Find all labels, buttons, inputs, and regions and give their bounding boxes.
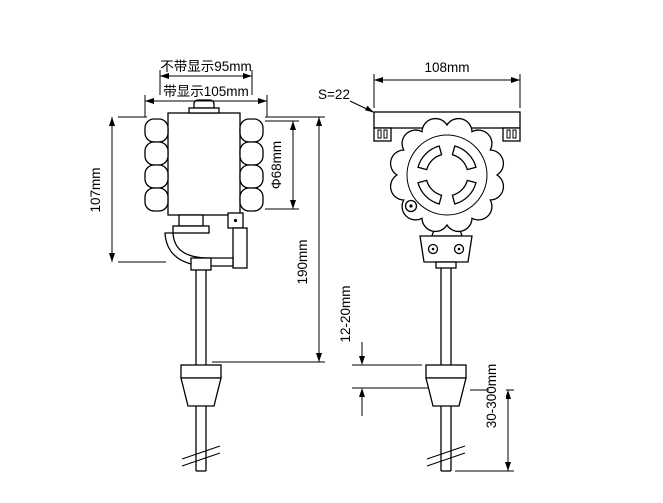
dim-95mm: 不带显示95mm bbox=[159, 59, 253, 95]
dim-label-insertion: 30-300mm bbox=[484, 364, 499, 429]
break-symbol-front bbox=[426, 445, 466, 467]
dim-label-diameter: Φ68mm bbox=[269, 141, 284, 189]
thermowell-probe-front bbox=[440, 268, 452, 472]
side-view bbox=[144, 99, 264, 472]
break-symbol-side bbox=[181, 445, 221, 467]
hex-nut-front bbox=[425, 364, 467, 407]
top-plug bbox=[193, 99, 215, 109]
mounting-bracket-side bbox=[164, 227, 248, 271]
dim-107mm: 107mm bbox=[88, 116, 166, 263]
dimensions: 不带显示95mm 带显示105mm 107mm Φ68mm bbox=[88, 59, 521, 472]
dim-label-no-display: 不带显示95mm bbox=[160, 59, 252, 74]
mounting-bar-front bbox=[373, 111, 521, 142]
housing-cover-front bbox=[389, 117, 505, 233]
front-view bbox=[373, 111, 521, 472]
dim-30-300mm: 30-300mm bbox=[455, 362, 514, 472]
dim-190mm: 190mm bbox=[212, 116, 325, 363]
terminal-plate-front bbox=[419, 235, 473, 269]
transmitter-housing-side bbox=[144, 99, 264, 216]
dim-s22: S=22 bbox=[318, 87, 374, 113]
dim-label-height: 107mm bbox=[88, 167, 103, 212]
dim-108mm: 108mm bbox=[373, 60, 521, 108]
connection-neck-side bbox=[172, 212, 244, 234]
probe-collar bbox=[190, 257, 212, 271]
dim-label-with-display: 带显示105mm bbox=[163, 84, 249, 99]
thermowell-probe-side bbox=[195, 270, 207, 472]
dim-label-thread: 12-20mm bbox=[338, 285, 353, 342]
dim-12-20mm: 12-20mm bbox=[338, 285, 428, 416]
dim-68mm: Φ68mm bbox=[265, 120, 299, 210]
dim-label-hex-size: S=22 bbox=[318, 87, 350, 102]
dim-label-width: 108mm bbox=[424, 60, 469, 75]
dim-105mm: 带显示105mm bbox=[144, 84, 268, 117]
dim-label-total-height: 190mm bbox=[295, 239, 310, 284]
hex-nut-side bbox=[180, 364, 222, 407]
